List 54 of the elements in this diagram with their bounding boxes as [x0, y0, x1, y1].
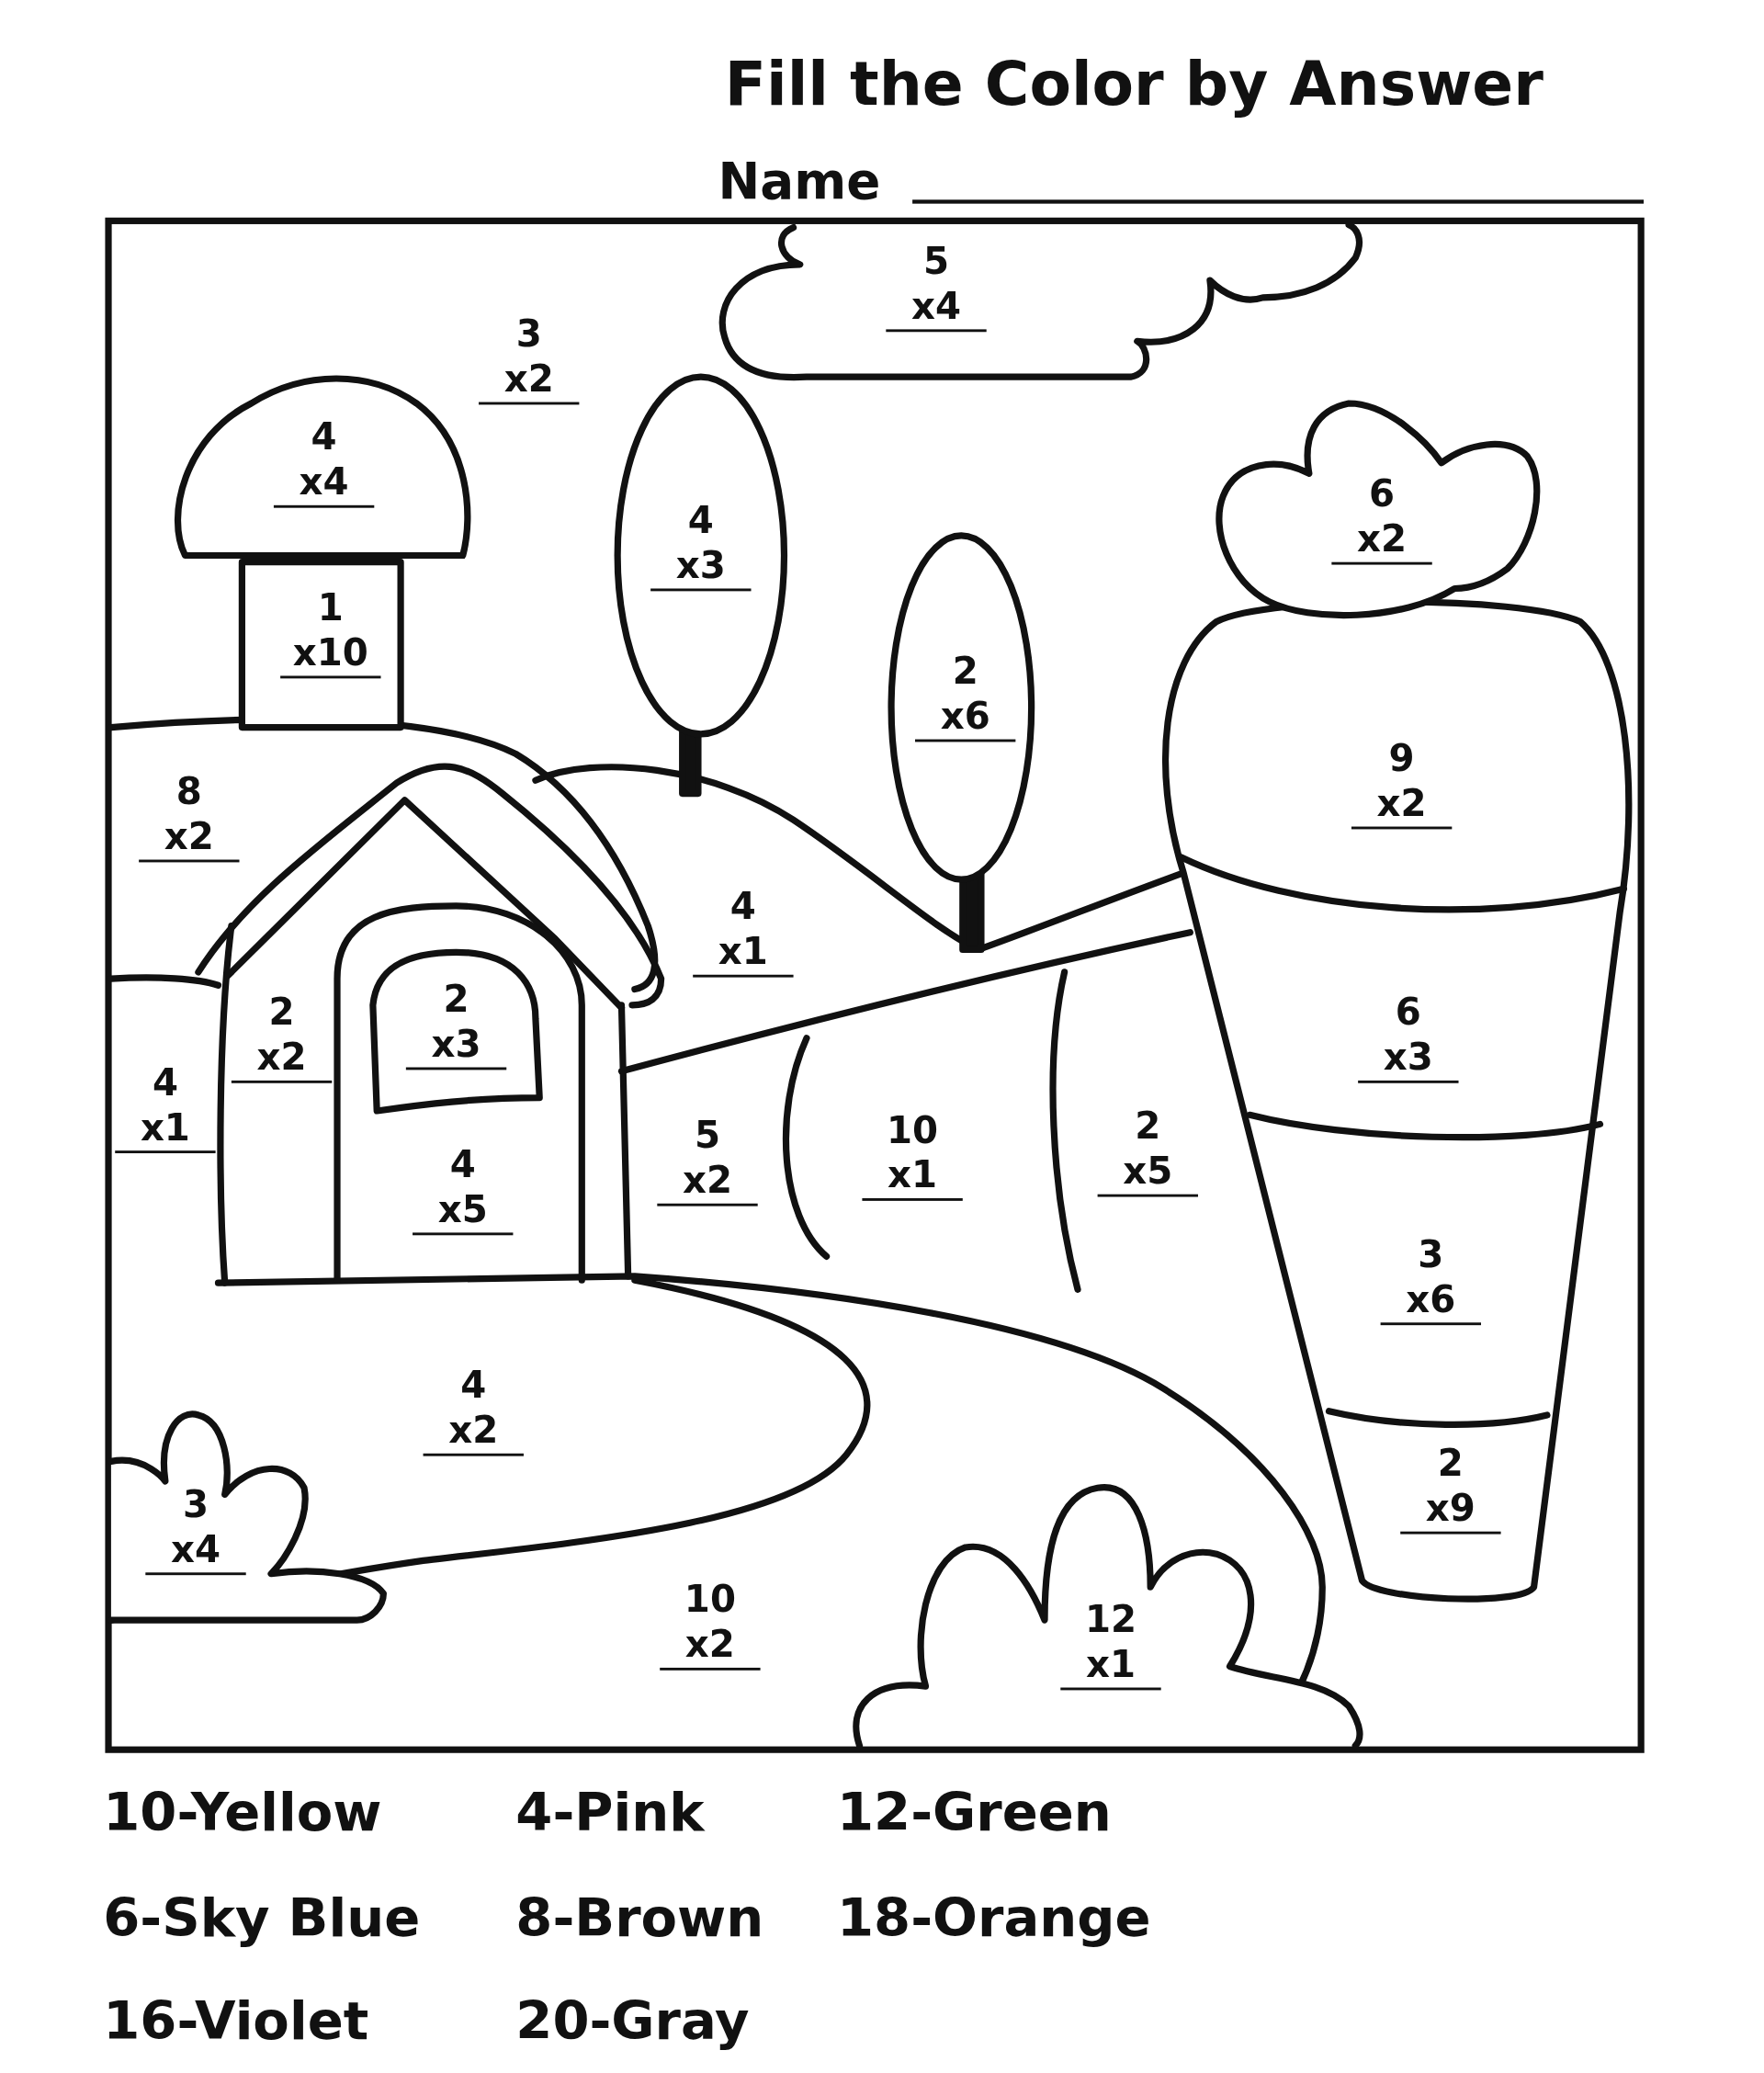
- multiplier: x5: [436, 1191, 489, 1229]
- factor-number: 4: [729, 889, 757, 926]
- color-key-text: 4-Pink: [515, 1785, 705, 1839]
- factor-number: 4: [310, 419, 338, 457]
- multiplier: x3: [1382, 1039, 1434, 1077]
- multiplier: x6: [1405, 1281, 1457, 1319]
- multiplier: x4: [298, 464, 350, 502]
- factor-number: 4: [459, 1367, 488, 1405]
- multiplier: x1: [139, 1109, 191, 1147]
- factor-number: 5: [922, 243, 950, 281]
- factor-number: 10: [886, 1112, 940, 1150]
- color-key-text: 10-Yellow: [103, 1785, 382, 1839]
- factor-number: 4: [448, 1146, 477, 1184]
- factor-number: 4: [686, 502, 715, 540]
- factor-number: 6: [1368, 476, 1396, 514]
- multiplier: x10: [291, 634, 369, 673]
- factor-number: 3: [1417, 1236, 1445, 1274]
- multiplier: x2: [1375, 785, 1428, 823]
- factor-number: 2: [442, 980, 470, 1019]
- multiplier: x1: [1084, 1646, 1136, 1684]
- factor-number: 3: [182, 1486, 209, 1524]
- factor-number: 6: [1394, 994, 1422, 1032]
- factor-number: 2: [1134, 1108, 1162, 1146]
- multiplier: x2: [447, 1412, 500, 1450]
- multiplier: x5: [1122, 1153, 1174, 1191]
- color-key-text: 8-Brown: [515, 1891, 764, 1944]
- multiplier: x2: [163, 818, 215, 856]
- factor-number: 9: [1387, 741, 1416, 778]
- name-label: Name: [718, 155, 881, 207]
- multiplier: x3: [430, 1025, 482, 1064]
- factor-number: 2: [1436, 1445, 1464, 1483]
- factor-number: 10: [683, 1581, 737, 1619]
- factor-number: 2: [951, 653, 979, 691]
- multiplier: x1: [717, 934, 769, 971]
- color-key-text: 16-Violet: [103, 1994, 369, 2047]
- factor-number: 2: [267, 994, 296, 1032]
- multiplier: x9: [1424, 1490, 1476, 1528]
- factor-number: 12: [1083, 1601, 1138, 1639]
- multiplier: x2: [503, 360, 555, 399]
- multiplier: x4: [170, 1531, 221, 1569]
- factor-number: 3: [514, 316, 543, 354]
- factor-number: 1: [316, 589, 345, 628]
- factor-number: 4: [151, 1064, 179, 1102]
- multiplier: x3: [674, 547, 727, 585]
- multiplier: x2: [684, 1626, 736, 1664]
- multiplier: x2: [1356, 521, 1408, 559]
- multiplier: x2: [255, 1039, 308, 1077]
- multiplier: x1: [887, 1157, 939, 1195]
- factor-number: 8: [175, 774, 203, 811]
- multiplier: x2: [682, 1162, 733, 1200]
- multiplier: x4: [910, 288, 962, 326]
- color-key-text: 12-Green: [837, 1785, 1112, 1839]
- multiplier: x6: [939, 697, 991, 736]
- factor-number: 5: [694, 1117, 722, 1155]
